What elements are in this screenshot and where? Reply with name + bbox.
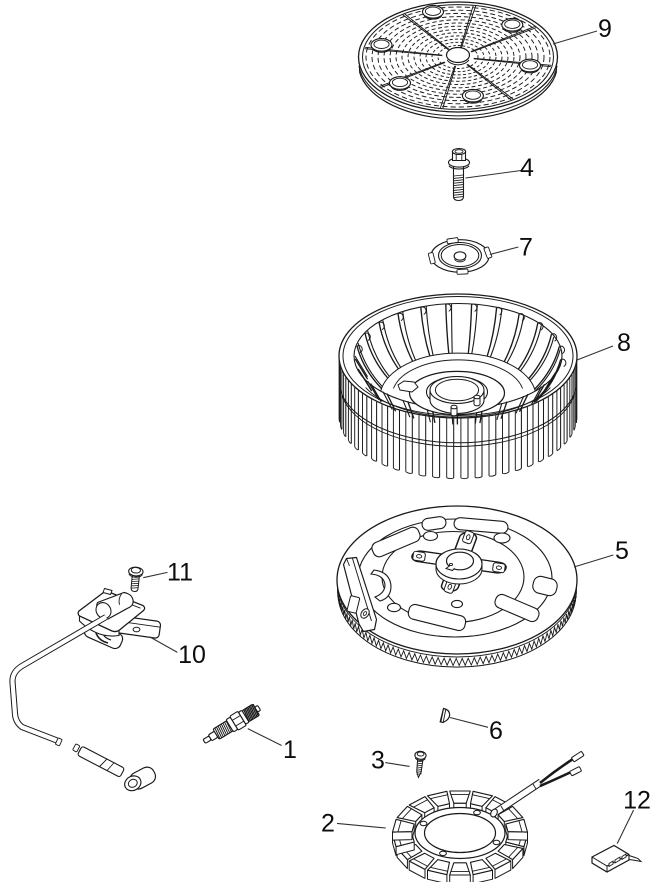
svg-text:7: 7 bbox=[519, 234, 533, 262]
svg-text:2: 2 bbox=[321, 810, 335, 838]
svg-text:4: 4 bbox=[520, 154, 534, 182]
svg-text:1: 1 bbox=[283, 736, 297, 764]
svg-text:3: 3 bbox=[371, 747, 385, 775]
svg-text:6: 6 bbox=[489, 717, 503, 745]
svg-text:11: 11 bbox=[167, 559, 193, 587]
svg-text:12: 12 bbox=[623, 787, 651, 815]
svg-text:10: 10 bbox=[178, 641, 206, 669]
svg-text:9: 9 bbox=[598, 15, 612, 43]
svg-text:8: 8 bbox=[617, 329, 631, 357]
svg-text:5: 5 bbox=[615, 537, 629, 565]
